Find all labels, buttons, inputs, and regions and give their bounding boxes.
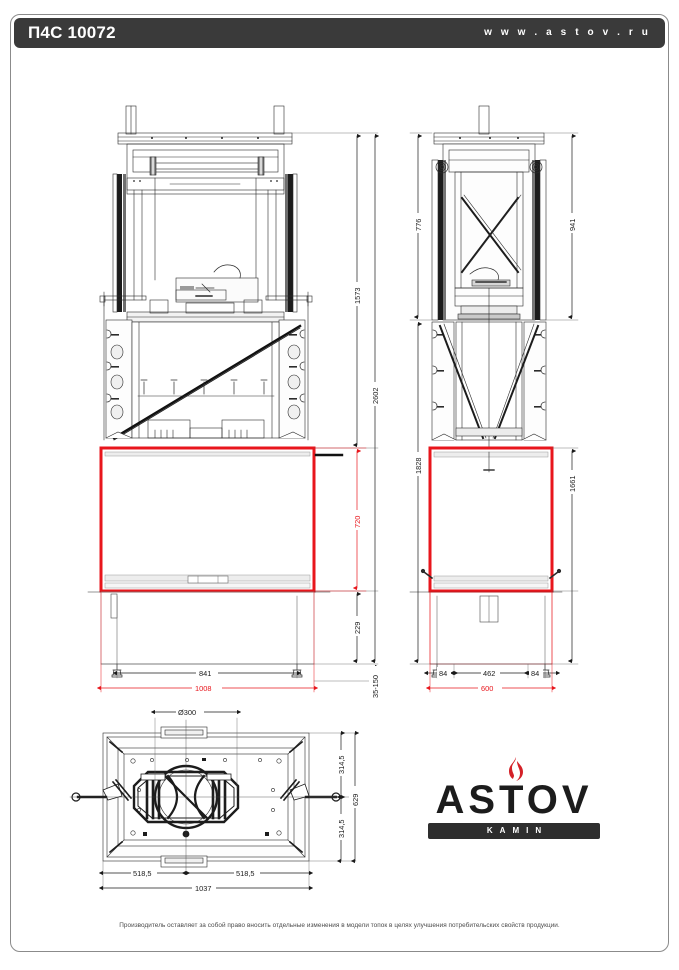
- dim-label-1661: 1661: [566, 470, 578, 494]
- astov-logo: ASTOV KAMIN: [424, 757, 604, 839]
- dim-label-841: 841: [196, 667, 218, 678]
- dim-label-1008: 1008: [192, 682, 222, 693]
- dim-label-1828: 1828: [412, 452, 424, 476]
- side-view: [409, 105, 563, 678]
- svg-text:Ø300: Ø300: [178, 708, 196, 717]
- dim-label-720: 720: [351, 510, 363, 530]
- svg-text:1573: 1573: [353, 288, 362, 304]
- svg-text:720: 720: [353, 516, 362, 528]
- page-title: П4С 10072: [28, 23, 116, 42]
- dim-label-518-right: 518,5: [234, 867, 260, 878]
- logo-wordmark: ASTOV: [435, 778, 593, 822]
- dim-label-35-150: 35-150: [369, 666, 381, 700]
- dim-label-229: 229: [351, 616, 363, 636]
- dim-label-518-left: 518,5: [131, 867, 157, 878]
- dim-label-84-left: 84: [437, 667, 451, 678]
- svg-text:1828: 1828: [414, 458, 423, 474]
- flame-icon: [509, 757, 523, 781]
- svg-text:629: 629: [351, 794, 360, 806]
- svg-text:600: 600: [481, 684, 493, 693]
- svg-text:1661: 1661: [568, 476, 577, 492]
- dim-label-2602: 2602: [369, 382, 381, 406]
- svg-text:941: 941: [568, 219, 577, 231]
- plan-view: [69, 719, 346, 873]
- svg-text:2602: 2602: [371, 388, 380, 404]
- svg-text:314,5: 314,5: [337, 820, 346, 839]
- header-bar: П4С 10072 w w w . a s t o v . r u: [14, 18, 665, 48]
- dim-label-941: 941: [566, 213, 578, 233]
- svg-text:462: 462: [483, 669, 495, 678]
- svg-text:314,5: 314,5: [337, 756, 346, 775]
- logo-subtitle-bar: KAMIN: [428, 823, 600, 839]
- front-view: [87, 105, 344, 678]
- svg-text:518,5: 518,5: [133, 869, 152, 878]
- dim-label-1573: 1573: [351, 282, 363, 306]
- dim-label-314-top: 314,5: [335, 750, 347, 776]
- svg-text:1008: 1008: [195, 684, 211, 693]
- svg-text:1037: 1037: [195, 884, 211, 893]
- dim-label-462: 462: [481, 667, 500, 678]
- svg-text:841: 841: [199, 669, 211, 678]
- website-label: w w w . a s t o v . r u: [484, 27, 651, 38]
- dim-label-600: 600: [478, 682, 502, 693]
- logo-subtitle: KAMIN: [486, 826, 549, 835]
- svg-text:229: 229: [353, 622, 362, 634]
- dim-label-1037: 1037: [192, 882, 216, 893]
- dim-label-776: 776: [412, 213, 424, 233]
- svg-text:84: 84: [531, 669, 539, 678]
- svg-text:35-150: 35-150: [371, 675, 380, 698]
- dim-label-314-bottom: 314,5: [335, 814, 347, 840]
- svg-text:84: 84: [439, 669, 447, 678]
- dim-label-629: 629: [349, 786, 361, 808]
- dim-label-84-right: 84: [529, 667, 543, 678]
- svg-text:776: 776: [414, 219, 423, 231]
- dim-label-diameter-300: Ø300: [176, 706, 204, 717]
- svg-text:518,5: 518,5: [236, 869, 255, 878]
- disclaimer-note: Производитель оставляет за собой право в…: [119, 922, 560, 929]
